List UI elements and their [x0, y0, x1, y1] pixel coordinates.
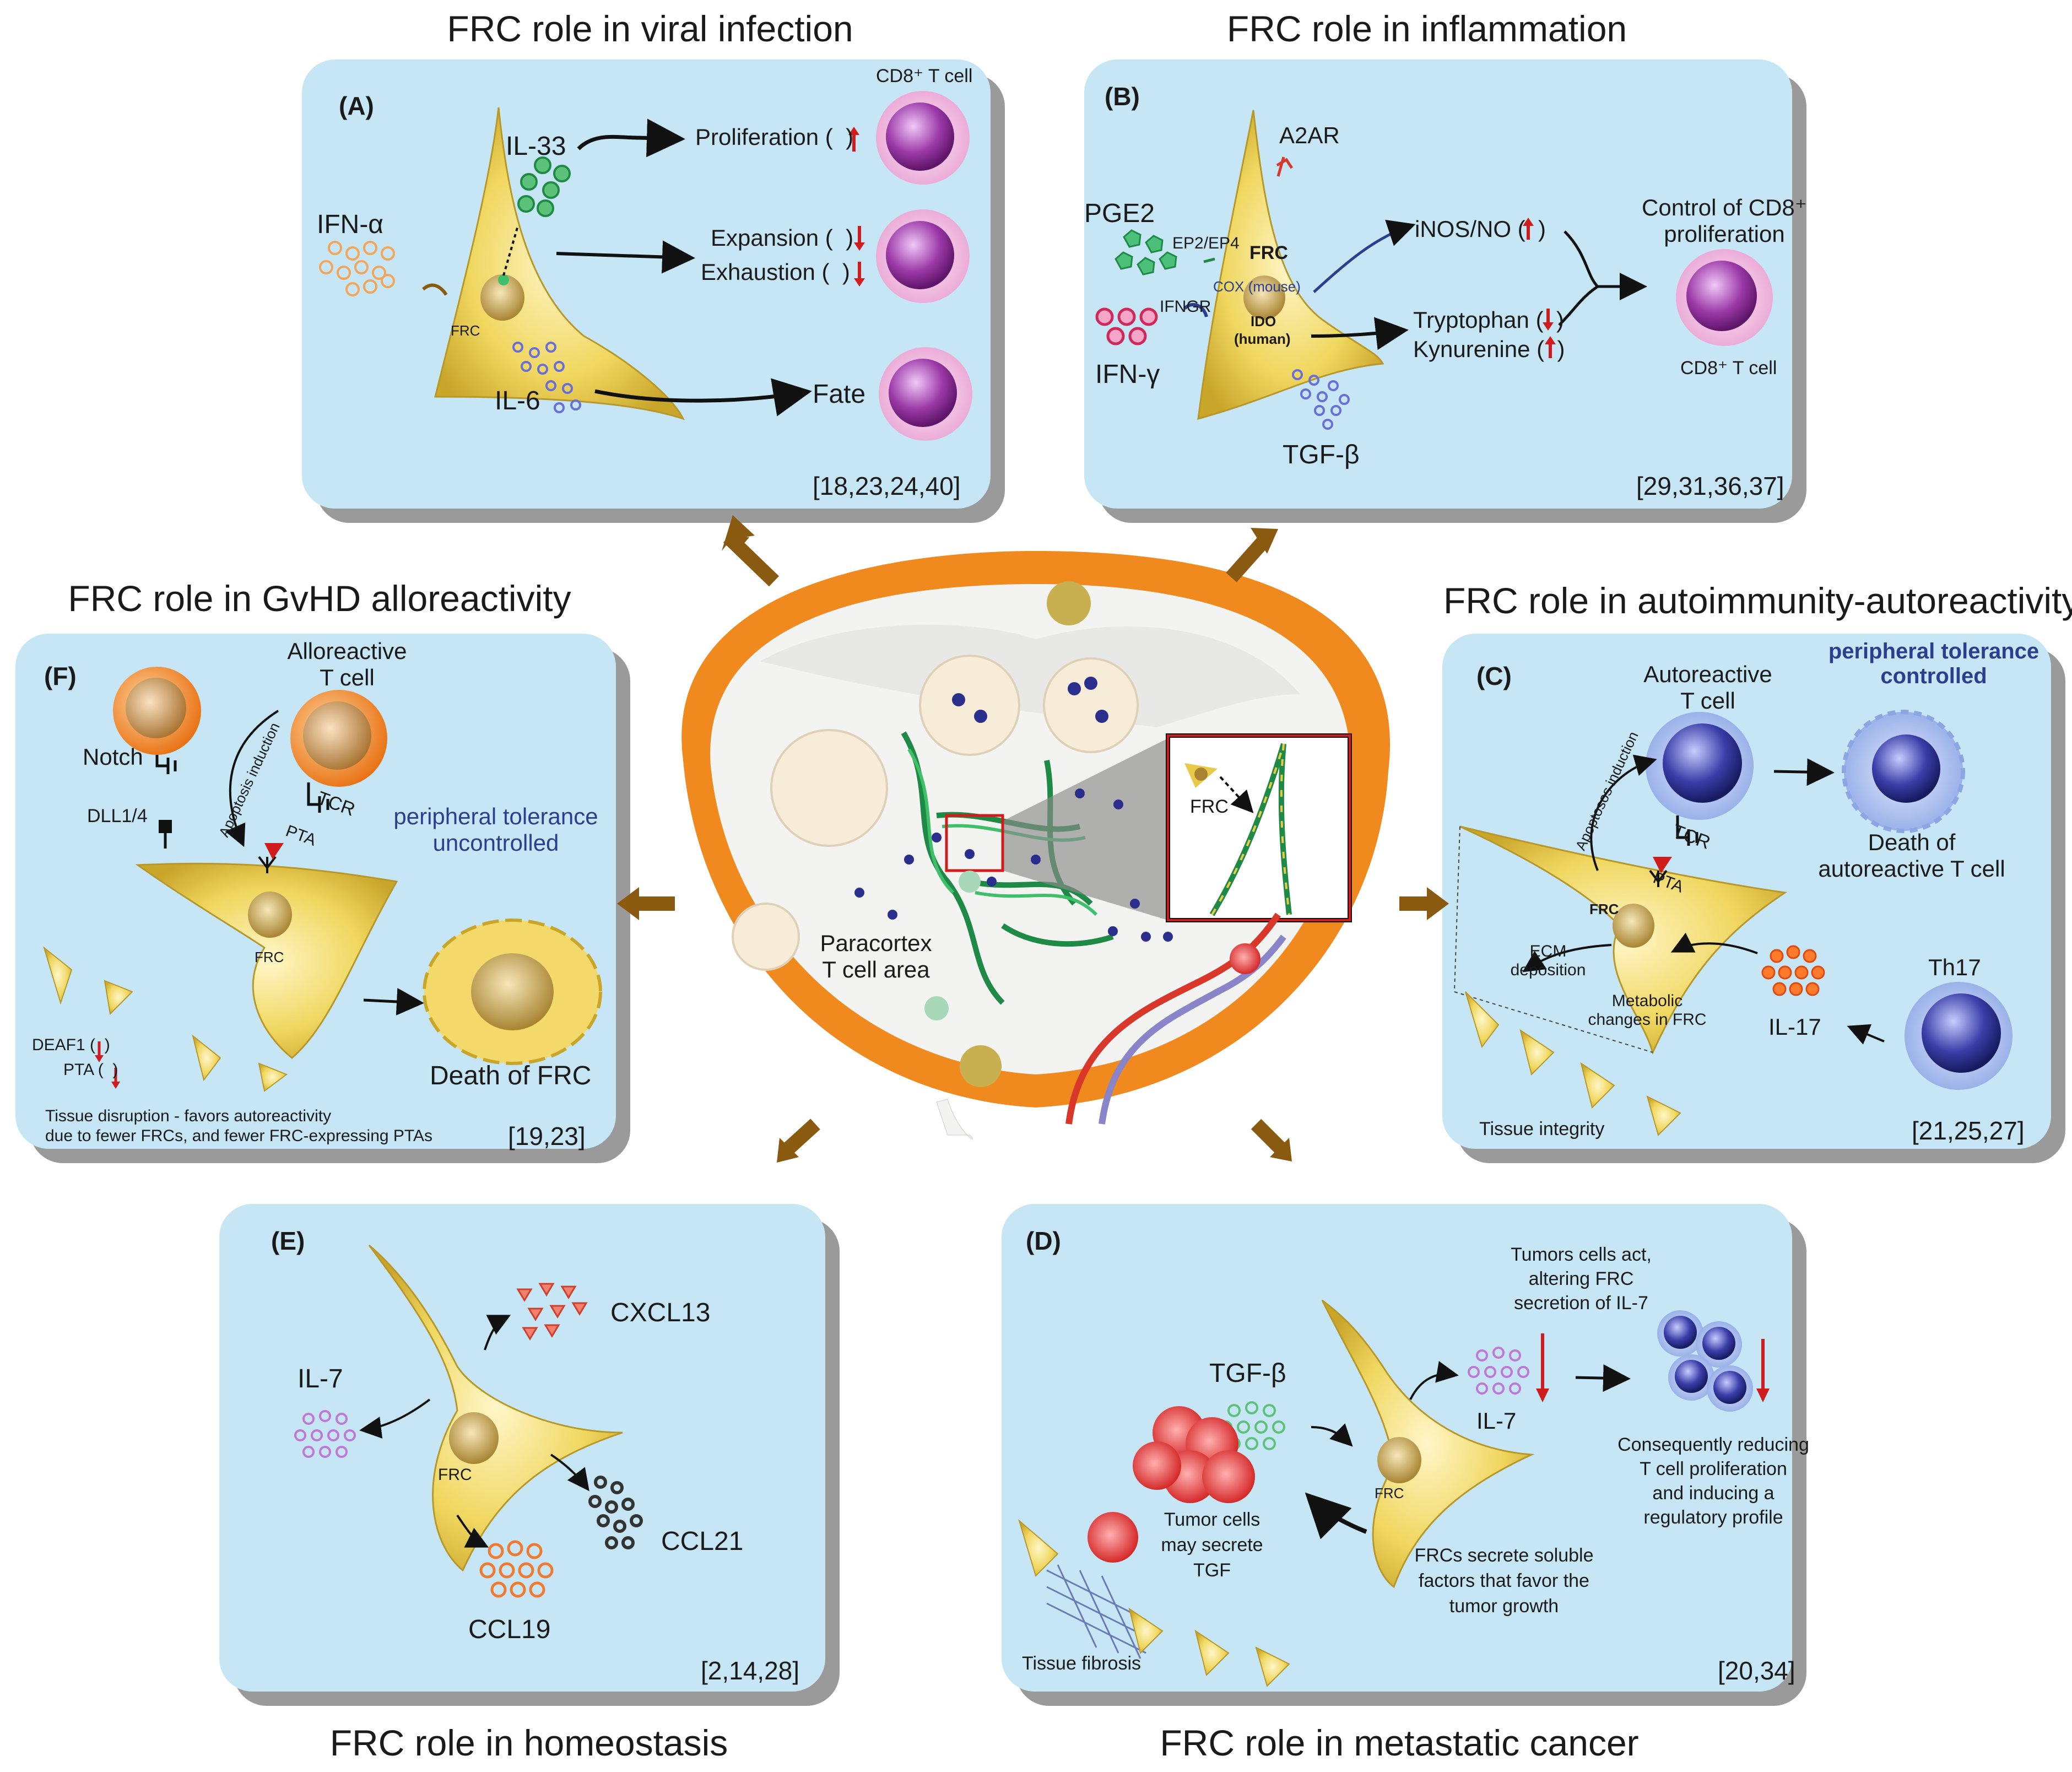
title-cancer: FRC role in metastatic cancer: [1160, 1722, 1639, 1763]
ido-label: IDO: [1251, 313, 1276, 329]
tissue-fibrosis-label: Tissue fibrosis: [1022, 1653, 1142, 1674]
panel-f-graphics: [43, 667, 602, 1092]
a2ar-label: A2AR: [1279, 122, 1340, 148]
death-frc-label: Death of FRC: [430, 1061, 592, 1090]
title-autoimmunity: FRC role in autoimmunity-autoreactivity: [1443, 580, 2072, 621]
panel-b-graphics: [1095, 110, 1773, 430]
expansion-label: Expansion ( ): [711, 225, 854, 251]
cd8-label-b: CD8⁺ T cell: [1680, 358, 1777, 379]
notch-label: Notch: [83, 744, 143, 770]
panel-e-graphics: [294, 1244, 643, 1598]
ifna-label: IFN-α: [317, 210, 384, 239]
frc-label-f: FRC: [255, 949, 284, 965]
title-inflammation: FRC role in inflammation: [1226, 8, 1627, 49]
ccl19-label: CCL19: [468, 1615, 551, 1644]
panel-label-d: (D): [1026, 1227, 1061, 1255]
refs-f: [19,23]: [508, 1122, 586, 1150]
direction-arrows: [617, 515, 1449, 1163]
il17-label: IL-17: [1768, 1014, 1821, 1040]
panel-a-graphics: [319, 91, 972, 441]
ido2-label: (human): [1234, 331, 1291, 347]
panel-label-a: (A): [339, 91, 374, 120]
title-viral: FRC role in viral infection: [447, 8, 853, 49]
title-gvhd: FRC role in GvHD alloreactivity: [68, 578, 571, 619]
tryptophan-label: Tryptophan ( ): [1413, 307, 1564, 333]
gvhd-note: Tissue disruption - favors autoreactivit…: [45, 1107, 433, 1145]
kynurenine-label: Kynurenine ( ): [1413, 336, 1565, 362]
pge2-label: PGE2: [1084, 199, 1155, 228]
ccl21-label: CCL21: [661, 1527, 744, 1556]
il6-label: IL-6: [495, 386, 540, 415]
refs-d: [20,34]: [1718, 1656, 1795, 1685]
th17-label: Th17: [1928, 954, 1981, 980]
refs-c: [21,25,27]: [1912, 1116, 2025, 1145]
ep-label: EP2/EP4: [1172, 234, 1240, 252]
tissue-integrity-label: Tissue integrity: [1479, 1119, 1605, 1139]
panel-label-c: (C): [1476, 662, 1512, 690]
frc-label-b: FRC: [1249, 242, 1288, 263]
panel-viral: [302, 60, 991, 509]
il7-label-d: IL-7: [1476, 1408, 1517, 1434]
control-label: Control of CD8⁺proliferation: [1642, 195, 1807, 247]
panel-label-f: (F): [44, 662, 77, 690]
panel-label-b: (B): [1105, 82, 1140, 111]
cxcl13-label: CXCL13: [610, 1298, 711, 1327]
il33-label: IL-33: [506, 132, 566, 161]
cox-label: COX (mouse): [1213, 278, 1301, 295]
frc-label-d: FRC: [1375, 1485, 1404, 1501]
tgfb-label-b: TGF-β: [1283, 440, 1360, 469]
il7-label-e: IL-7: [297, 1364, 343, 1393]
frc-label-c: FRC: [1589, 901, 1619, 917]
refs-b: [29,31,36,37]: [1636, 472, 1784, 500]
inos-label: iNOS/NO ( ): [1415, 216, 1546, 242]
pta-decrease-label: PTA ( ): [63, 1061, 118, 1079]
panel-c-graphics: [1454, 710, 2013, 1136]
exhaustion-label: Exhaustion ( ): [701, 259, 850, 285]
cd8-label-a: CD8⁺ T cell: [876, 66, 973, 87]
panel-inflammation: [1084, 60, 1792, 509]
refs-e: [2,14,28]: [701, 1656, 800, 1685]
panel-label-e: (E): [271, 1227, 305, 1255]
dll-label: DLL1/4: [87, 806, 148, 826]
tgfb-label-d: TGF-β: [1209, 1359, 1286, 1388]
title-homeostasis: FRC role in homeostasis: [329, 1722, 728, 1763]
lymph-node-illustration: [681, 551, 1391, 1139]
frc-label-a: FRC: [451, 322, 480, 339]
proliferation-label: Proliferation ( ): [695, 124, 854, 150]
ifngr-label: IFNGR: [1160, 298, 1211, 316]
refs-a: [18,23,24,40]: [813, 472, 961, 500]
frc-label-zoom: FRC: [1190, 796, 1229, 817]
panel-d-graphics: [1018, 1299, 1770, 1687]
fate-label: Fate: [813, 380, 866, 409]
deaf1-label: DEAF1 ( ): [32, 1036, 110, 1054]
frc-label-e: FRC: [438, 1466, 472, 1484]
ifng-label: IFN-γ: [1095, 360, 1160, 389]
